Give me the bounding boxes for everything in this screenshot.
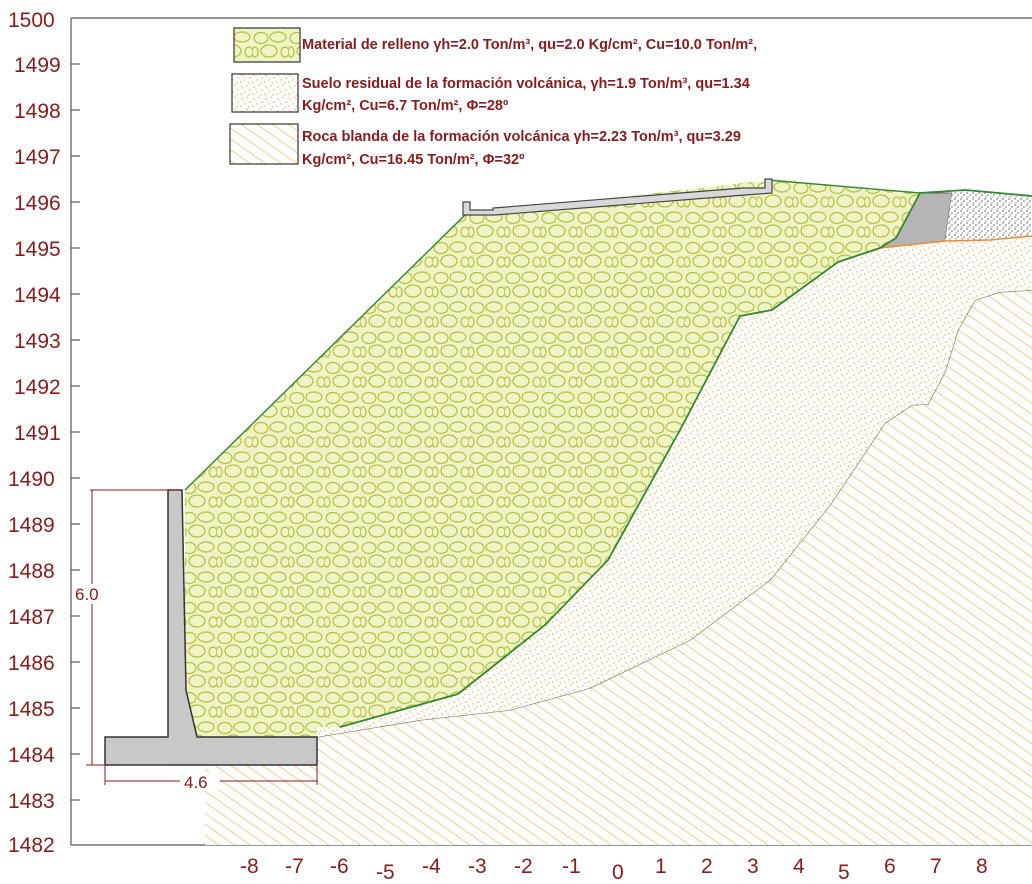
x-tick-label: -4	[422, 855, 441, 878]
legend: Material de relleno γh=2.0 Ton/m³, qu=2.…	[229, 27, 757, 168]
legend-soft-rock-line1: Roca blanda de la formación volcánica γh…	[302, 129, 741, 145]
x-tick-label: -5	[376, 861, 395, 884]
y-axis-labels: 1500 1499 1498 1497 1496 1495 1494 1493 …	[8, 9, 61, 857]
x-tick-label: -2	[514, 855, 533, 878]
x-tick-label: -3	[468, 855, 487, 878]
legend-swatch-soft-rock	[229, 123, 299, 165]
y-tick-label: 1496	[14, 192, 61, 215]
residual-soil-layer	[317, 236, 1032, 737]
y-tick-label: 1482	[8, 834, 55, 857]
legend-soft-rock-line2: Kg/cm², Cu=16.45 Ton/m², Φ=32º	[302, 152, 525, 168]
legend-residual-soil-line2: Kg/cm², Cu=6.7 Ton/m², Φ=28º	[302, 98, 509, 114]
x-tick-label: 0	[612, 861, 624, 884]
y-tick-label: 1486	[8, 652, 55, 675]
y-tick-label: 1484	[8, 744, 55, 767]
x-tick-label: 5	[838, 861, 850, 884]
x-tick-label: -6	[330, 855, 349, 878]
x-axis-labels: -8 -7 -6 -5 -4 -3 -2 -1 0 1 2 3 4 5 6 7 …	[240, 855, 988, 884]
y-tick-label: 1498	[14, 100, 61, 123]
y-tick-label: 1491	[14, 422, 61, 445]
y-tick-label: 1499	[14, 54, 61, 77]
x-tick-label: 4	[793, 855, 805, 878]
y-tick-label: 1489	[8, 514, 55, 537]
y-tick-label: 1492	[14, 376, 61, 399]
x-tick-label: 3	[747, 855, 759, 878]
y-tick-label: 1495	[14, 238, 61, 261]
x-tick-label: -1	[562, 855, 581, 878]
y-tick-label: 1494	[14, 284, 61, 307]
x-tick-label: -7	[285, 855, 304, 878]
road-pavement	[462, 178, 773, 216]
wall-height-label: 6.0	[75, 585, 99, 604]
legend-fill-material-text: Material de relleno γh=2.0 Ton/m³, qu=2.…	[302, 37, 757, 53]
dim-label-bg	[73, 584, 113, 604]
dim-label-bg	[180, 772, 220, 790]
legend-swatch-fill-material	[233, 27, 301, 63]
y-tick-label: 1487	[8, 606, 55, 629]
legend-swatch-residual-soil	[231, 73, 299, 113]
y-tick-label: 1488	[8, 560, 55, 583]
x-tick-label: 1	[655, 855, 667, 878]
x-tick-label: 7	[930, 855, 942, 878]
y-tick-label: 1497	[14, 146, 61, 169]
retaining-wall	[104, 489, 318, 766]
y-tick-label: 1493	[14, 330, 61, 353]
soft-rock-layer	[205, 290, 1032, 845]
gravel-wedge-light	[945, 190, 1032, 241]
legend-residual-soil-line1: Suelo residual de la formación volcánica…	[302, 76, 750, 92]
x-tick-label: 2	[701, 855, 713, 878]
slope-surface-line	[184, 179, 921, 491]
footing-width-label: 4.6	[184, 773, 208, 792]
y-tick-marks	[71, 63, 80, 801]
x-tick-label: -8	[240, 855, 259, 878]
y-tick-label: 1500	[8, 9, 55, 32]
y-tick-label: 1483	[8, 790, 55, 813]
dimension-wall-height	[86, 489, 180, 766]
fill-material-layer	[185, 180, 920, 737]
x-tick-label: 8	[976, 855, 988, 878]
y-tick-label: 1485	[8, 698, 55, 721]
y-tick-label: 1490	[8, 468, 55, 491]
x-tick-label: 6	[884, 855, 896, 878]
